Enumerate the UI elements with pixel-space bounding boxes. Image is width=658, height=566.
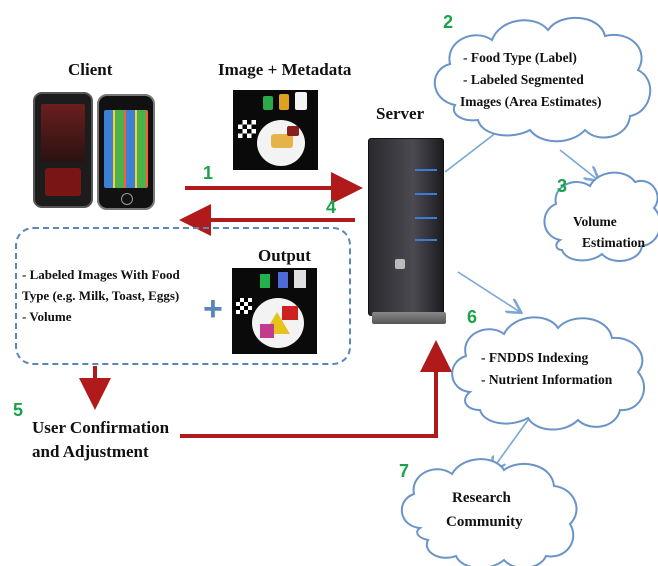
step-3-number: 3 [557,176,568,196]
food-type-cloud-line3: Images (Area Estimates) [460,94,602,109]
research-cloud-line2: Community [446,514,523,530]
food-type-cloud-line1: - Food Type (Label) [463,50,577,65]
cloud-food-type [433,17,652,143]
server-tower-icon [368,138,444,316]
step-4-number: 4 [326,197,337,217]
output-label: Output [258,246,311,265]
step-2-number: 2 [443,12,454,32]
step-7-number: 7 [399,461,410,481]
volume-cloud-line2: Estimation [582,235,646,250]
food-photo-output-icon [232,268,317,354]
output-text-line1: - Labeled Images With Food [22,267,180,282]
cloud-research [400,458,578,566]
arrow-6-server-to-fndds [457,271,520,312]
fndds-cloud-line1: - FNDDS Indexing [481,350,589,365]
image-metadata-label: Image + Metadata [218,60,352,79]
cloud-volume [543,171,658,262]
server-label: Server [376,104,425,123]
step-1-number: 1 [203,163,214,183]
output-text-line3: - Volume [22,309,72,324]
food-photo-input-icon [233,90,318,170]
step-6-number: 6 [467,307,478,327]
user-confirmation-line2: and Adjustment [32,442,149,461]
fndds-cloud-line2: - Nutrient Information [481,372,613,387]
output-box [15,227,351,365]
research-cloud-line1: Research [452,490,511,506]
output-text-line2: Type (e.g. Milk, Toast, Eggs) [22,288,180,303]
food-type-cloud-line2: - Labeled Segmented [463,72,584,87]
client-label: Client [68,60,113,79]
arrow-5-confirmation-to-server [180,340,452,438]
phone-nokia-icon [33,92,93,208]
user-confirmation-line1: User Confirmation [32,418,170,437]
step-5-number: 5 [13,400,24,420]
arrow-3-foodtype-to-volume [559,149,598,180]
plus-icon: + [203,290,223,328]
volume-cloud-line1: Volume [573,214,617,229]
server-base [372,312,446,324]
arrow-7-fndds-to-research [492,419,529,470]
cloud-fndds [451,316,645,431]
phone-iphone-icon [97,94,155,210]
